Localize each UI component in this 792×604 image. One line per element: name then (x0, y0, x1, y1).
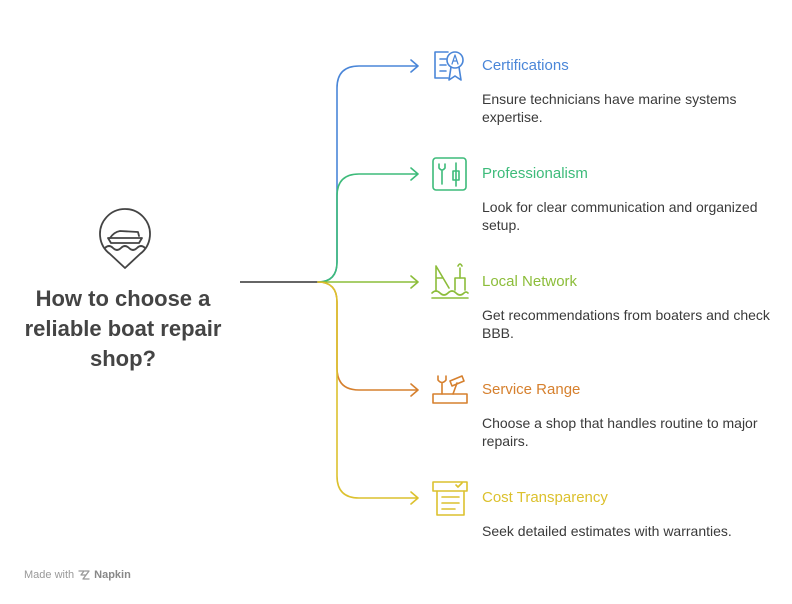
branch-connector-3 (317, 275, 419, 289)
branch-item-local-network: Local Network Get recommendations from b… (482, 273, 772, 342)
branch-item-professionalism: Professionalism Look for clear communica… (482, 165, 772, 234)
branch-description: Look for clear communication and organiz… (482, 199, 758, 233)
footer-prefix: Made with (24, 569, 75, 581)
footer-brand: Napkin (94, 569, 131, 581)
branch-title: Professionalism (482, 165, 588, 182)
branch-title: Certifications (482, 57, 569, 74)
branch-item-service-range: Service Range Choose a shop that handles… (482, 381, 772, 450)
branch-connector-1 (317, 59, 419, 283)
tools-panel-icon (432, 157, 467, 191)
napkin-logo-icon (78, 570, 90, 580)
branch-description: Ensure technicians have marine systems e… (482, 91, 737, 125)
diagram-title: How to choose a reliable boat repair sho… (24, 286, 222, 371)
boat-location-pin-icon (99, 208, 151, 269)
branch-connector-4 (317, 281, 419, 397)
branch-title: Cost Transparency (482, 489, 608, 506)
made-with-napkin-footer[interactable]: Made with Napkin (24, 569, 131, 581)
branch-description: Choose a shop that handles routine to ma… (482, 415, 758, 449)
branch-connectors (317, 59, 419, 505)
branch-item-cost-transparency: Cost Transparency Seek detailed estimate… (482, 489, 772, 540)
branch-description: Get recommendations from boaters and che… (482, 307, 770, 341)
estimate-document-icon (432, 481, 468, 516)
branch-title: Service Range (482, 381, 581, 398)
harbor-crane-icon (431, 263, 469, 299)
branch-connector-2 (317, 167, 419, 283)
wrench-hammer-icon (432, 375, 468, 404)
branch-item-certifications: Certifications Ensure technicians have m… (482, 57, 772, 126)
branch-description: Seek detailed estimates with warranties. (482, 523, 732, 539)
branch-title: Local Network (482, 273, 578, 290)
branch-connector-5 (317, 281, 419, 505)
certificate-badge-icon (434, 51, 464, 81)
